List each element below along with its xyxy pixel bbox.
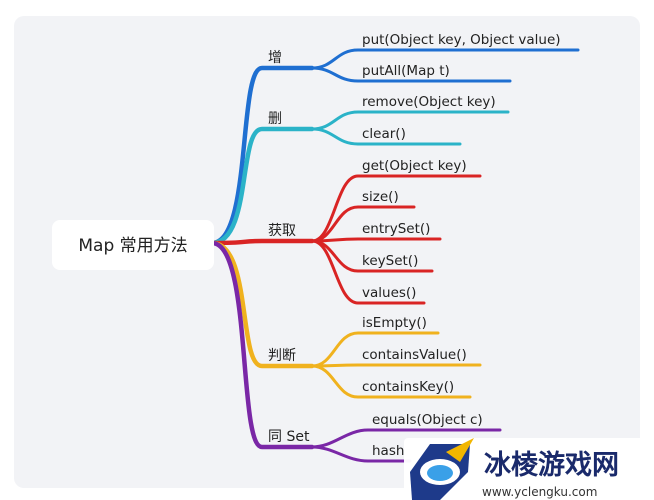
leaf-label-get-4: values(): [362, 285, 416, 301]
leaf-edge-add-1: [310, 66, 512, 83]
leaf-label-remove-1: clear(): [362, 126, 406, 142]
leaf-edge-remove-0: [310, 110, 510, 131]
leaf-label-check-2: containsKey(): [362, 379, 454, 395]
leaf-label-check-0: isEmpty(): [362, 315, 427, 331]
leaf-label-get-1: size(): [362, 189, 399, 205]
leaf-label-check-1: containsValue(): [362, 347, 467, 363]
root-node-box: [52, 220, 214, 270]
leaf-label-set-1: hash: [372, 443, 404, 459]
branch-label-get: 获取: [268, 223, 296, 239]
leaf-edge-get-4: [310, 239, 426, 305]
leaf-edge-get-2: [310, 237, 442, 243]
leaf-edge-check-2: [310, 364, 472, 399]
branch-edge-set: [209, 240, 315, 450]
mindmap-labels: 增 put(Object key, Object value) putAll(Map…: [268, 32, 561, 459]
root-node: Map 常用方法: [52, 220, 214, 270]
leaf-label-add-1: putAll(Map t): [362, 63, 450, 79]
leaf-label-get-2: entrySet(): [362, 221, 430, 237]
branch-edge-add: [209, 65, 315, 246]
leaf-label-get-0: get(Object key): [362, 158, 467, 174]
branch-label-add: 增: [268, 50, 282, 66]
branch-edge-remove: [209, 126, 315, 246]
branch-label-check: 判断: [268, 348, 296, 364]
root-node-label: Map 常用方法: [78, 236, 187, 256]
branch-label-set: 同 Set: [268, 429, 310, 445]
watermark-title: 冰棱游戏网: [484, 450, 619, 481]
mindmap-edges: [209, 48, 580, 463]
branch-label-remove: 删: [268, 111, 282, 127]
leaf-label-get-3: keySet(): [362, 253, 418, 269]
branch-edge-get: [209, 238, 315, 246]
leaf-edge-set-1: [310, 445, 412, 463]
leaf-label-add-0: put(Object key, Object value): [362, 32, 561, 48]
watermark: 冰棱游戏网 www.yclengku.com: [404, 438, 654, 500]
leaf-label-remove-0: remove(Object key): [362, 94, 496, 110]
watermark-url: www.yclengku.com: [482, 485, 597, 499]
leaf-label-set-0: equals(Object c): [372, 412, 483, 428]
leaf-edge-remove-1: [310, 127, 462, 146]
leaf-edge-check-1: [310, 363, 482, 368]
watermark-logo-icon: [410, 438, 474, 500]
